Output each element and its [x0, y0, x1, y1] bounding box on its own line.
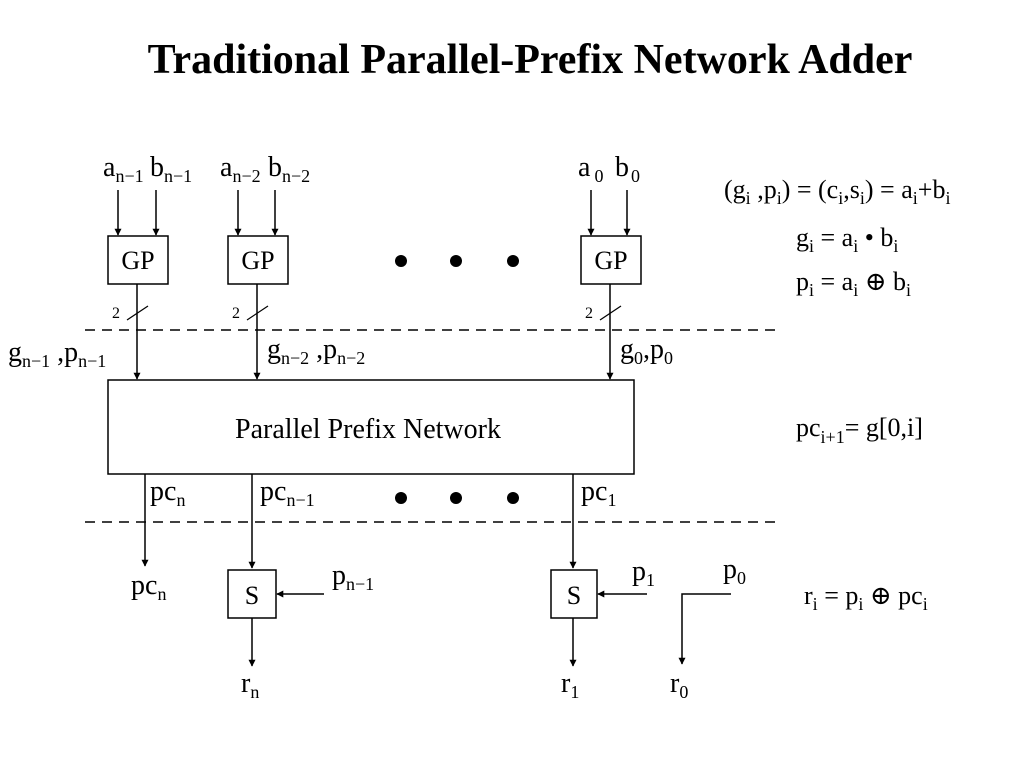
bus-slash-0	[599, 305, 622, 321]
ellipsis-dots-top	[395, 255, 519, 267]
input-a-n-2: an−2	[220, 152, 261, 186]
result-r-1: r1	[561, 668, 579, 702]
svg-text:S: S	[567, 581, 581, 610]
parallel-prefix-network-block: Parallel Prefix Network	[107, 379, 635, 475]
ellipsis-dots-bottom	[395, 492, 519, 504]
svg-text:Parallel Prefix Network: Parallel Prefix Network	[235, 414, 501, 445]
gp-output-0: g0,p0	[620, 334, 673, 368]
svg-text:S: S	[245, 581, 259, 610]
bus-slash-n-1	[126, 305, 149, 321]
equation-p-definition: pi = ai ⊕ bi	[796, 267, 911, 300]
svg-text:GP: GP	[241, 246, 274, 275]
gp-block-n-1: GP	[107, 235, 169, 285]
bus-width-n-2: 2	[232, 305, 240, 322]
input-b-n-1: bn−1	[150, 152, 192, 186]
slide-title: Traditional Parallel-Prefix Network Adde…	[147, 37, 913, 83]
svg-text:GP: GP	[121, 246, 154, 275]
carry-label-pc-n: pcn	[150, 476, 185, 510]
input-b-n-2: bn−2	[268, 152, 310, 186]
equation-r-definition: ri = pi ⊕ pci	[804, 581, 928, 614]
equation-gp-definition: (gi ,pi) = (ci,si) = ai+bi	[724, 175, 950, 208]
bus-slash-n-2	[246, 305, 269, 321]
bus-width-0: 2	[585, 305, 593, 322]
gp-block-0: GP	[580, 235, 642, 285]
sum-input-p-n-1: pn−1	[332, 560, 374, 594]
sum-input-p-1: p1	[632, 556, 655, 590]
gp-output-n-2: gn−2 ,pn−2	[267, 334, 365, 368]
arrow-p-0-to-r-0	[678, 593, 731, 665]
carry-label-pc-1: pc1	[581, 476, 616, 510]
result-r-0: r0	[670, 668, 688, 702]
svg-text:GP: GP	[594, 246, 627, 275]
sum-block-1: S	[550, 569, 598, 619]
gp-block-n-2: GP	[227, 235, 289, 285]
carry-out-pc-n: pcn	[131, 570, 166, 604]
input-a-n-1: an−1	[103, 152, 144, 186]
sum-block-n-1: S	[227, 569, 277, 619]
sum-input-p-0: p0	[723, 554, 746, 588]
carry-label-pc-n-1: pcn−1	[260, 476, 315, 510]
equation-pc-definition: pci+1= g[0,i]	[796, 413, 923, 447]
bus-width-n-1: 2	[112, 305, 120, 322]
result-r-n: rn	[241, 668, 259, 702]
equation-g-definition: gi = ai • bi	[796, 223, 898, 256]
gp-output-n-1: gn−1 ,pn−1	[8, 337, 106, 371]
